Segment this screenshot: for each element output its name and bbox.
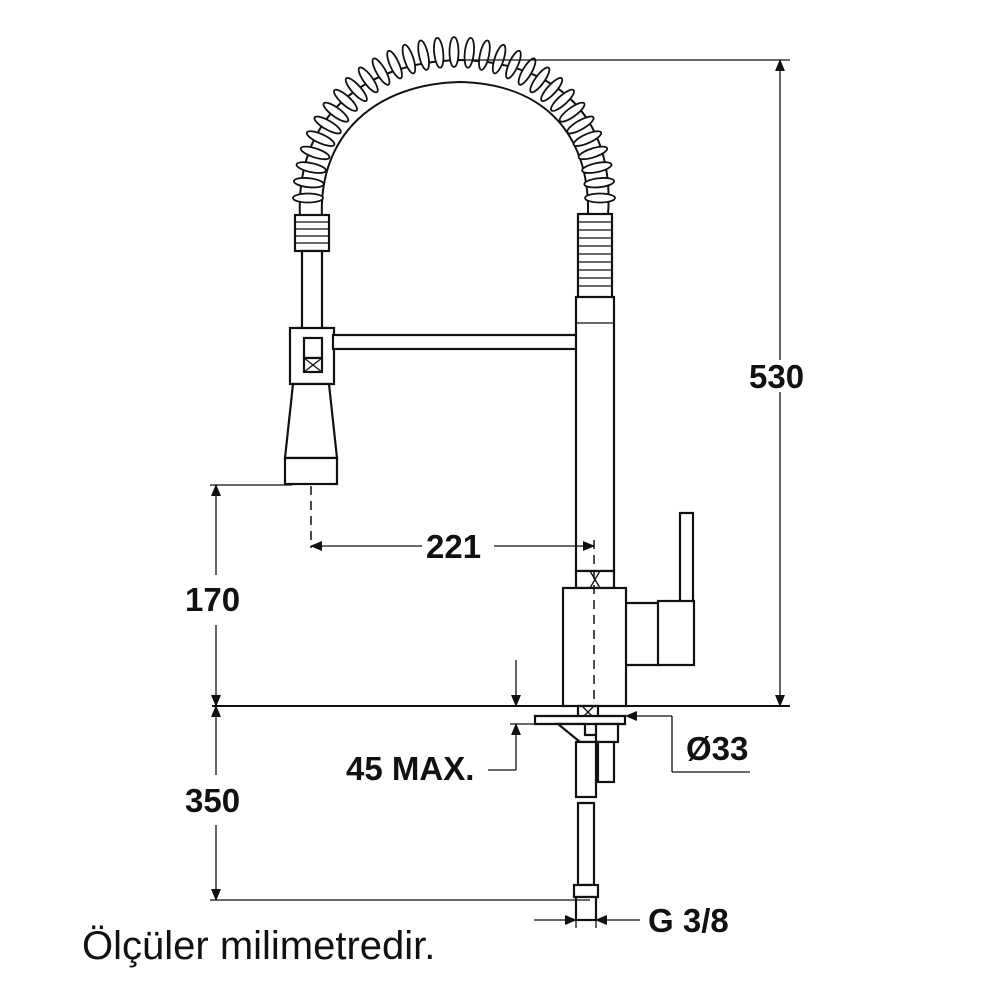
- coil-rings: [292, 36, 616, 204]
- coil-ring: [550, 88, 575, 112]
- dim-170-label: 170: [185, 581, 240, 618]
- dimension-530: 530: [458, 59, 804, 707]
- coil-ring: [371, 57, 391, 86]
- dim-g38-label: G 3/8: [648, 902, 729, 939]
- coil-ring: [529, 66, 551, 94]
- coil-ring: [463, 36, 475, 69]
- coil-ring: [401, 43, 417, 75]
- coil-ring: [322, 101, 350, 123]
- coil-ring: [448, 36, 460, 68]
- coil-ring: [386, 49, 403, 80]
- dimension-170: 170: [185, 484, 292, 707]
- dim-530-label: 530: [749, 358, 804, 395]
- dimension-diameter-33: Ø33: [625, 711, 750, 773]
- spring-coil: [292, 36, 616, 219]
- coil-ring: [566, 115, 595, 135]
- coil-ring: [572, 130, 603, 147]
- dim-350-label: 350: [185, 782, 240, 819]
- coil-ring: [581, 161, 613, 174]
- coil-ring: [313, 115, 342, 135]
- coil-ring: [292, 177, 325, 189]
- dimension-221: 221: [310, 528, 595, 565]
- lever-handle: [620, 511, 696, 667]
- coil-ring: [478, 39, 491, 71]
- dimension-350: 350: [185, 705, 590, 901]
- dim-33-label: Ø33: [686, 730, 748, 767]
- right-spring-sleeve: [576, 212, 614, 300]
- coil-ring: [558, 101, 586, 123]
- dimension-45-max: 45 MAX.: [346, 660, 560, 787]
- supply-hose: [572, 801, 600, 922]
- units-note: Ölçüler milimetredir.: [82, 924, 436, 968]
- dim-221-label: 221: [426, 528, 481, 565]
- coil-ring: [433, 36, 445, 69]
- dim-45-label: 45 MAX.: [346, 750, 474, 787]
- coil-ring: [517, 57, 537, 86]
- coil-ring: [417, 39, 430, 71]
- coil-ring: [505, 49, 522, 80]
- dimension-g38: G 3/8: [534, 897, 729, 939]
- spout-arm: [331, 333, 580, 351]
- coil-ring: [344, 77, 368, 102]
- coil-ring: [577, 145, 609, 161]
- coil-ring: [305, 130, 336, 147]
- coil-ring: [540, 77, 564, 102]
- left-spring-sleeve: [293, 213, 331, 253]
- coil-ring: [292, 192, 324, 204]
- coil-ring: [299, 145, 331, 161]
- coil-ring: [584, 192, 616, 204]
- spray-head-assembly: [283, 249, 339, 486]
- coil-ring: [491, 43, 507, 75]
- coil-ring: [333, 88, 358, 112]
- coil-ring: [357, 66, 379, 94]
- faucet-column: [574, 295, 616, 590]
- coil-ring: [583, 177, 616, 189]
- under-counter-fixing: [533, 704, 627, 799]
- coil-ring: [295, 161, 327, 174]
